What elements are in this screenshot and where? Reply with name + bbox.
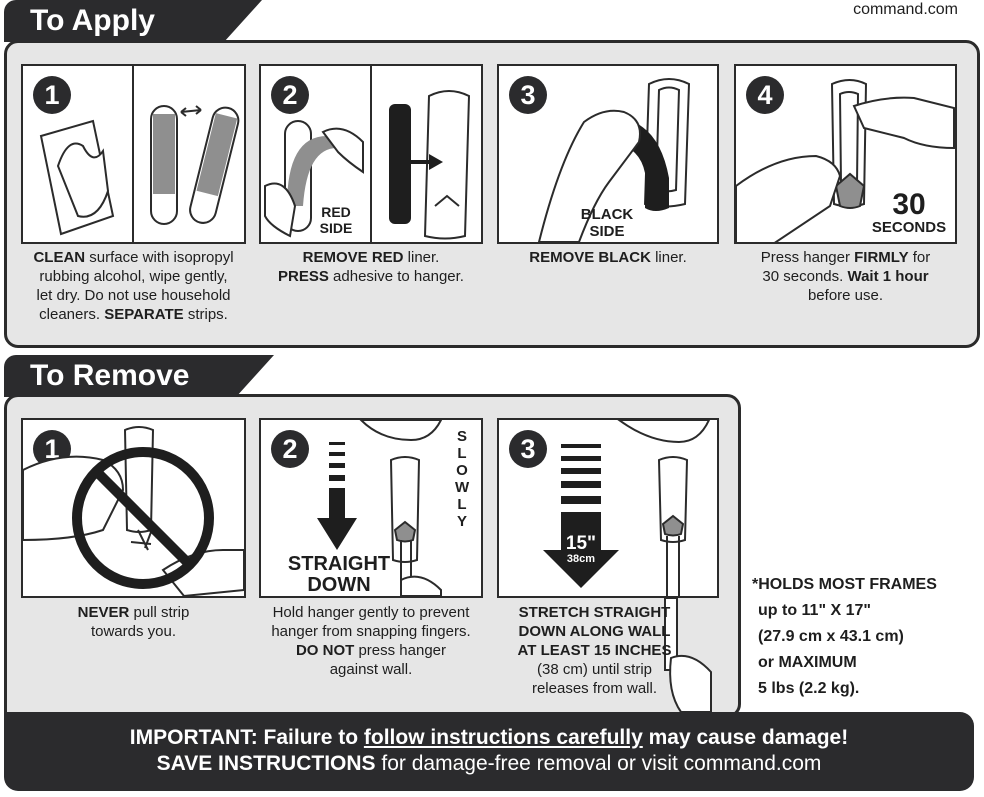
- apply-tab: To Apply: [4, 0, 262, 42]
- remove-caption-2: Hold hanger gently to prevent hanger fro…: [271, 604, 471, 678]
- apply-caption-3: REMOVE BLACK liner.: [529, 249, 687, 266]
- fifteen-inches-label: 15" 38cm: [565, 533, 597, 565]
- apply-step-1: 1: [21, 64, 246, 244]
- apply-title: To Apply: [30, 4, 155, 37]
- remove-caption-1: NEVER pull strip towards you.: [77, 604, 190, 640]
- apply-caption-1: CLEAN surface with isopropyl rubbing alc…: [33, 249, 234, 323]
- step-number: 4: [746, 76, 784, 114]
- stretch-illustration: [543, 420, 711, 596]
- apply-caption-2: REMOVE RED liner. PRESS adhesive to hang…: [278, 249, 464, 285]
- remove-black-illustration: [537, 78, 691, 242]
- clean-illustration: [39, 66, 240, 242]
- remove-caption-3: STRETCH STRAIGHT DOWN ALONG WALL AT LEAS…: [517, 604, 672, 697]
- step-number: 1: [33, 76, 71, 114]
- remove-title: To Remove: [30, 359, 190, 392]
- important-warning: IMPORTANT: Failure to follow instruction…: [129, 726, 849, 749]
- thirty-seconds-label: 30 SECONDS: [871, 188, 947, 236]
- slowly-label: SLOWLY: [455, 428, 470, 530]
- apply-caption-4: Press hanger FIRMLY for 30 seconds. Wait…: [760, 249, 931, 304]
- apply-step-4: 4 30 SECONDS: [734, 64, 957, 244]
- never-pull-illustration: [23, 426, 244, 596]
- remove-red-illustration: [264, 66, 471, 242]
- save-instructions: SAVE INSTRUCTIONS for damage-free remova…: [156, 752, 822, 775]
- holds-info: *HOLDS MOST FRAMES up to 11" X 17" (27.9…: [752, 576, 937, 697]
- step-number: 2: [271, 430, 309, 468]
- remove-step-3: 3 15" 38cm: [497, 418, 719, 598]
- straight-down-illustration: [317, 420, 443, 596]
- remove-tab: To Remove: [4, 355, 274, 397]
- site-url: command.com: [853, 1, 958, 18]
- step-number: 3: [509, 430, 547, 468]
- press-hanger-illustration: [736, 79, 955, 242]
- step-number: 2: [271, 76, 309, 114]
- remove-step-1: 1: [21, 418, 246, 598]
- footer-banner: IMPORTANT: Failure to follow instruction…: [4, 712, 974, 791]
- stretched-strip-illustration: [664, 598, 712, 713]
- step-number: 3: [509, 76, 547, 114]
